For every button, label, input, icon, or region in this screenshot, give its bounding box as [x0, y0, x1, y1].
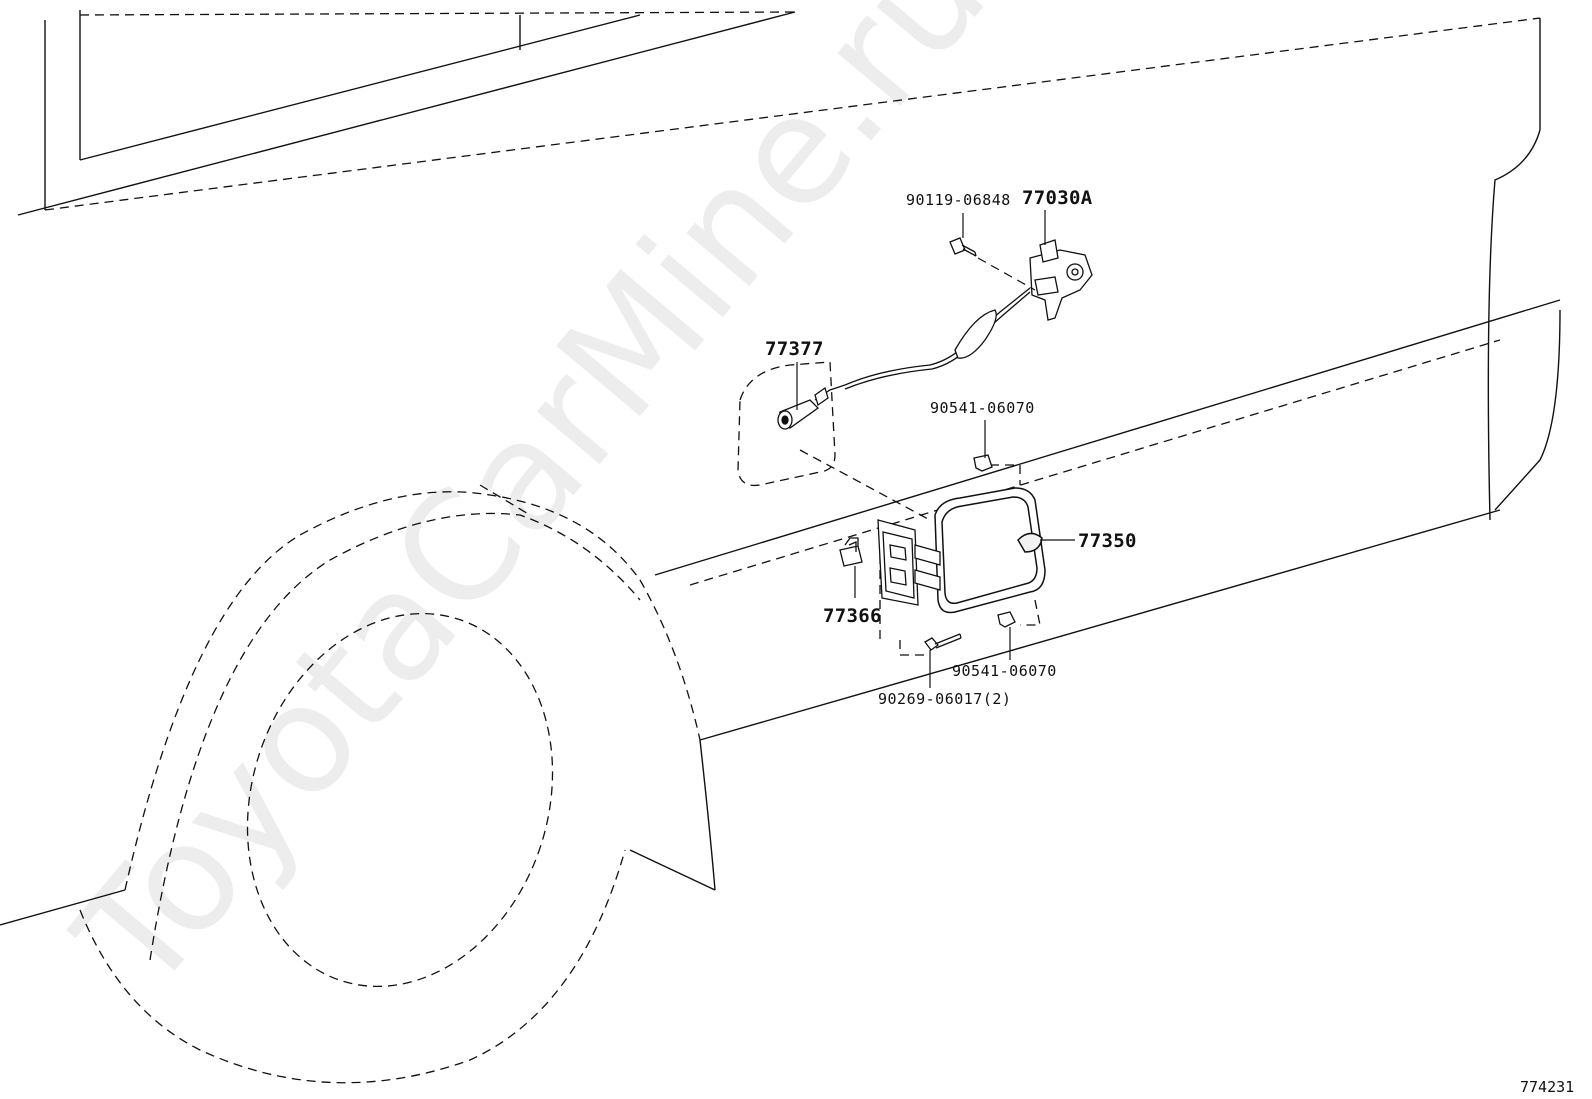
- figure-number: 774231: [1520, 1078, 1574, 1096]
- spring-clip-77366: [839, 537, 863, 567]
- leader-lines: [796, 210, 1075, 688]
- label-fuel-lid: 77350: [1078, 530, 1137, 552]
- vehicle-body-outline: [0, 10, 1561, 926]
- label-screw-top: 90119-06848: [906, 191, 1011, 209]
- screw-bottom: [924, 633, 962, 651]
- label-lid-opener-motor: 77030A: [1022, 187, 1093, 209]
- opener-cable: [814, 287, 1031, 407]
- wheel-arch-dashed: [44, 11, 1541, 1084]
- screw-top: [949, 237, 977, 257]
- cushion-lower: [997, 611, 1016, 628]
- lock-cylinder-77377: [777, 399, 820, 430]
- fuel-lid-77350: [934, 487, 1046, 614]
- label-spring-clip: 77366: [823, 605, 882, 627]
- lid-opener-motor-77030A: [1029, 239, 1093, 321]
- leader-lines-dashed: [977, 257, 1036, 291]
- label-lock-cylinder: 77377: [765, 338, 824, 360]
- label-cushion-upper: 90541-06070: [930, 399, 1035, 417]
- label-cushion-lower: 90541-06070: [952, 662, 1057, 680]
- label-screw-bottom: 90269-06017(2): [878, 690, 1011, 708]
- lid-hinge-bracket: [877, 519, 941, 606]
- cushion-upper: [973, 454, 993, 472]
- watermark: ToyotaCarMine.ru: [44, 0, 1020, 1024]
